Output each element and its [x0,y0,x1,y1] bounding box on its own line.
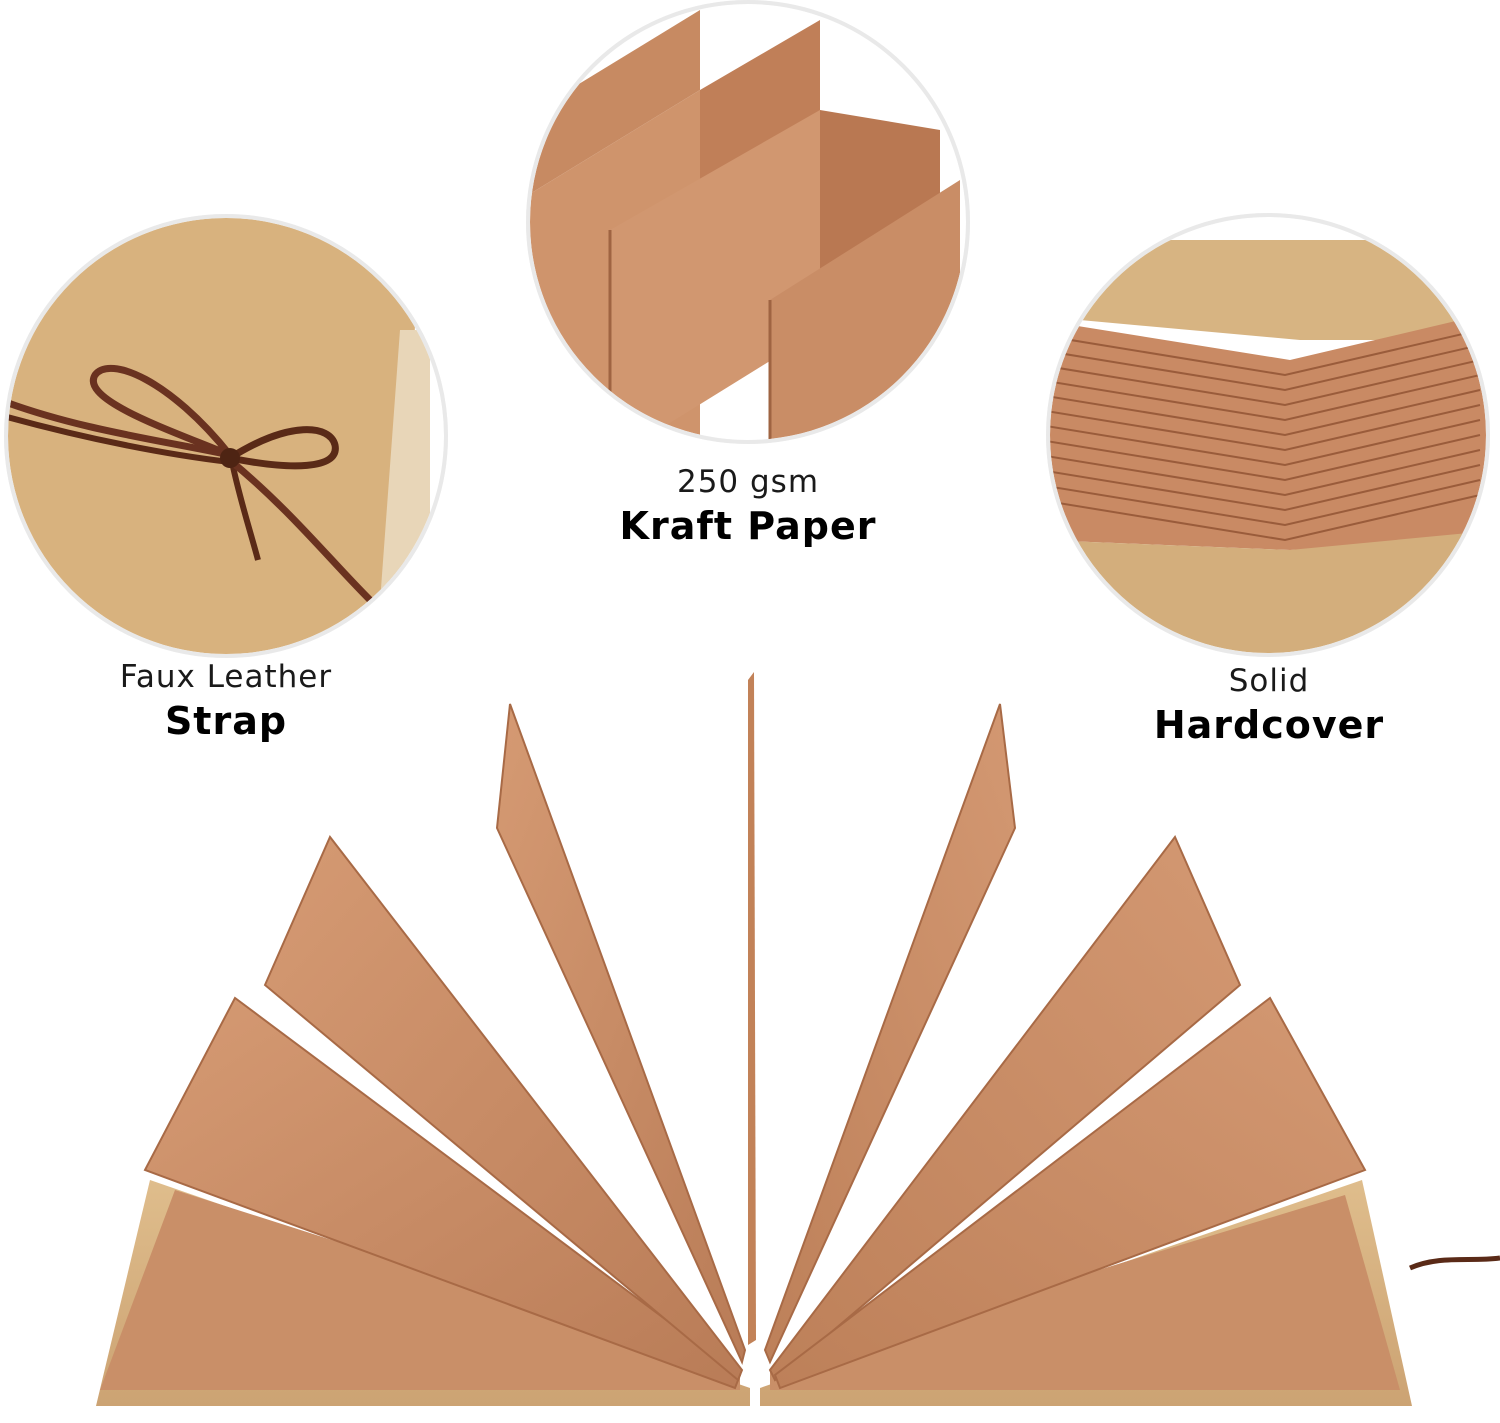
feature-strap-subtitle: Faux Leather [119,659,333,695]
feature-hardcover-title: Hardcover [1153,703,1385,747]
feature-strap-title: Strap [164,699,288,743]
feature-kraft-subtitle: 250 gsm [676,464,820,500]
hardcover-stack-image [1046,213,1490,657]
feature-strap: Faux Leather Strap [76,657,376,745]
feature-hardcover-subtitle: Solid [1228,663,1310,699]
feature-hardcover: Solid Hardcover [1119,661,1419,749]
open-album-image [96,672,1500,1406]
feature-kraft-title: Kraft Paper [619,504,877,548]
feature-kraft: 250 gsm Kraft Paper [598,462,898,550]
strap-closeup-image [4,214,448,658]
accordion-pages-image [526,0,970,444]
